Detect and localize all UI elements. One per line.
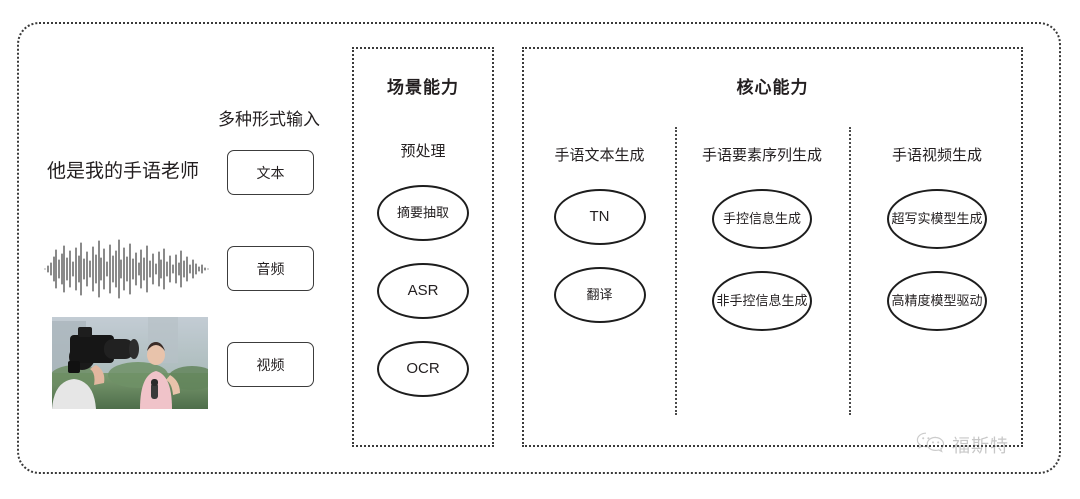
core-node-photorealistic-model-generation[interactable]: 超写实模型生成 — [887, 189, 987, 249]
diagram-outer-frame — [17, 22, 1061, 474]
scene-column-head: 预处理 — [400, 143, 446, 160]
video-thumbnail-icon — [52, 317, 208, 409]
core-column-3-head: 手语视频生成 — [891, 147, 982, 164]
modality-tag-audio[interactable]: 音频 — [227, 246, 314, 291]
input-section-title: 多种形式输入 — [218, 110, 320, 129]
audio-waveform-icon — [43, 238, 210, 300]
scene-node-summary-extraction[interactable]: 摘要抽取 — [377, 185, 469, 241]
core-panel-title: 核心能力 — [736, 78, 809, 97]
scene-node-asr[interactable]: ASR — [377, 263, 469, 319]
core-column-divider-2 — [849, 127, 851, 415]
modality-tag-text[interactable]: 文本 — [227, 150, 314, 195]
scene-panel-title: 场景能力 — [387, 78, 459, 97]
core-column-1-head: 手语文本生成 — [554, 147, 645, 164]
wechat-bubble-icon — [916, 430, 946, 459]
core-node-tn[interactable]: TN — [553, 189, 646, 245]
core-column-sign-video-generation: 手语视频生成 超写实模型生成 高精度模型驱动 — [849, 147, 1025, 353]
core-node-high-precision-model-driving[interactable]: 高精度模型驱动 — [887, 271, 987, 331]
modality-tag-video[interactable]: 视频 — [227, 342, 314, 387]
core-column-2-head: 手语要素序列生成 — [701, 147, 822, 164]
scene-capability-panel: 场景能力 预处理 摘要抽取 ASR OCR — [352, 47, 494, 447]
scene-column-preprocess: 预处理 摘要抽取 ASR OCR — [354, 143, 492, 419]
scene-node-ocr[interactable]: OCR — [377, 341, 469, 397]
core-column-sign-text-generation: 手语文本生成 TN 翻译 — [524, 147, 675, 345]
core-capability-panel: 核心能力 手语文本生成 TN 翻译 手语要素序列生成 手控信息生成 非手控信息生… — [522, 47, 1023, 447]
core-node-translation[interactable]: 翻译 — [553, 267, 646, 323]
sample-sentence-text: 他是我的手语老师 — [47, 161, 200, 182]
core-node-manual-info-generation[interactable]: 手控信息生成 — [712, 189, 812, 249]
watermark-text: 福斯特 — [952, 435, 1009, 456]
watermark: 福斯特 — [916, 430, 1009, 459]
core-column-sign-element-sequence-generation: 手语要素序列生成 手控信息生成 非手控信息生成 — [675, 147, 849, 353]
core-node-non-manual-info-generation[interactable]: 非手控信息生成 — [712, 271, 812, 331]
core-column-divider-1 — [675, 127, 677, 415]
